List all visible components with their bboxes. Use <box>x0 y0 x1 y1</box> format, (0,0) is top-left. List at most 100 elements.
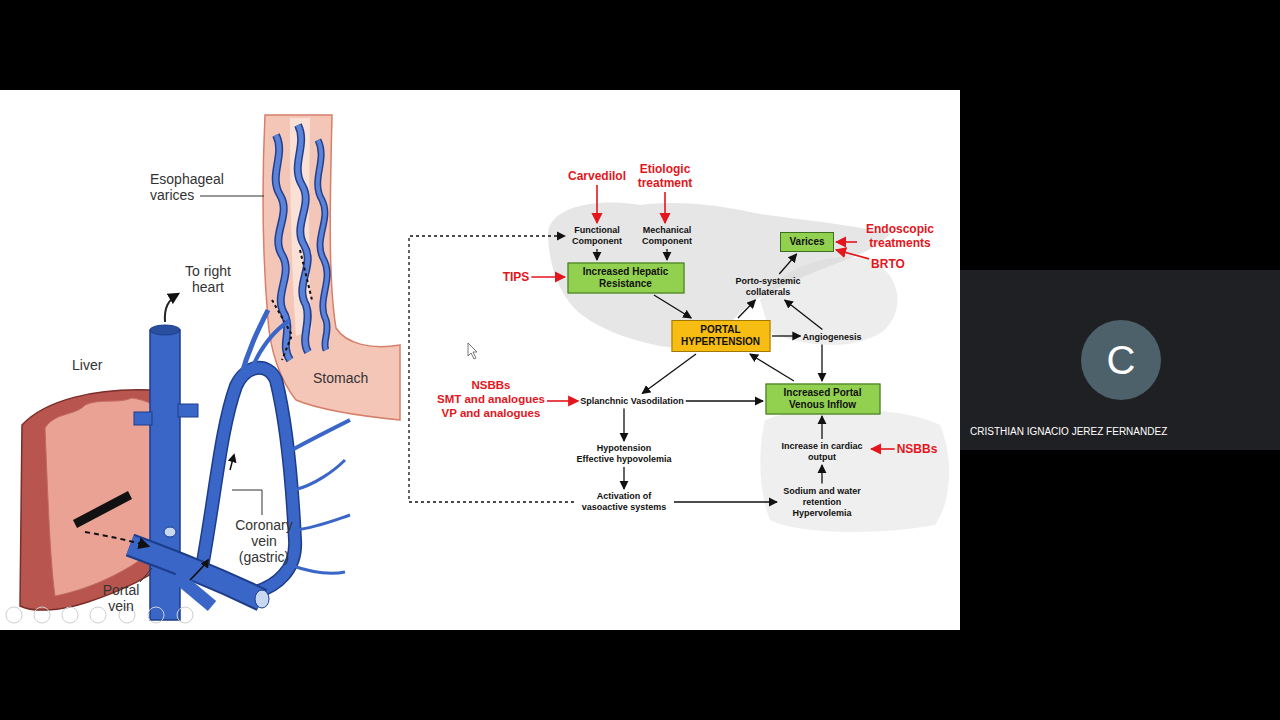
toolbar-icon <box>6 607 22 623</box>
flow-arrow <box>686 400 763 401</box>
leader-line <box>140 568 152 582</box>
leader-line <box>200 196 264 197</box>
process-text: Splanchnic Vasodilation <box>580 396 684 407</box>
flow-arrow <box>165 294 178 322</box>
process-box: Increased Hepatic Resistance <box>567 262 684 293</box>
varix <box>298 125 308 352</box>
gastric-branch <box>292 420 350 450</box>
node-text: Activation of vasoactive systems <box>576 491 672 513</box>
node-text: Sodium and water retention <box>779 486 865 508</box>
process-text: Increase in cardiac output <box>775 441 869 463</box>
flow-arrow <box>836 241 857 243</box>
flow-arrow <box>821 465 822 484</box>
varix <box>318 140 327 350</box>
toolbar-icon <box>34 607 50 623</box>
node-text: Etiologic treatment <box>629 162 701 190</box>
varix <box>298 125 308 352</box>
flow-arrow <box>190 560 208 580</box>
process-box: Increased Portal Venous Inflow <box>765 383 880 414</box>
mouse-cursor <box>468 343 477 359</box>
central-box: PORTAL HYPERTENSION <box>671 320 770 352</box>
feedback-arrow <box>409 236 574 502</box>
treatment-label: Carvedilol <box>568 169 626 183</box>
flow-arrow <box>623 409 624 442</box>
flow-arrow <box>785 300 823 330</box>
varix <box>318 140 327 350</box>
gastric-branch <box>252 320 290 368</box>
flow-arrow <box>836 250 869 259</box>
node-text: NSBBs <box>472 378 511 392</box>
vena-cava-opening <box>150 325 180 335</box>
avatar-disc <box>1081 320 1161 400</box>
flow-arrow <box>531 276 565 278</box>
process-text: Porto-systemic collaterals <box>730 276 806 298</box>
flow-arrow <box>547 400 578 402</box>
part-label: Stomach <box>313 370 368 386</box>
hidden-vein <box>300 250 312 300</box>
flow-arrow <box>654 295 691 318</box>
process-text: Angiogenesis <box>802 332 861 343</box>
vein-opening <box>164 527 176 537</box>
slide <box>0 90 960 630</box>
node-text: Porto-systemic collaterals <box>730 276 806 298</box>
node-text: Increased Portal Venous Inflow <box>769 387 876 411</box>
flow-arrow <box>664 192 666 223</box>
node-text: Effective hypovolemia <box>576 454 671 465</box>
gastric-branch <box>295 515 350 530</box>
hepatic-vein <box>178 404 198 417</box>
node-text: NSBBs <box>897 442 938 456</box>
treatment-label: BRTO <box>871 257 905 271</box>
flow-arrow <box>623 467 624 489</box>
node-text: SMT and analogues <box>437 392 545 406</box>
avatar-circle: C <box>1081 320 1161 400</box>
node-text: Increase in cardiac output <box>775 441 869 463</box>
flow-arrow <box>821 345 822 382</box>
flow-arrow <box>738 300 755 318</box>
flow-arrow <box>772 335 800 336</box>
liver <box>20 390 170 610</box>
part-label: Esophageal varices <box>150 171 232 203</box>
process-text: HypotensionEffective hypovolemia <box>576 443 671 465</box>
treatment-label: NSBBsSMT and analoguesVP and analogues <box>437 378 545 420</box>
treatment-label: Endoscopic treatments <box>859 222 941 250</box>
process-text: Mechanical Component <box>635 225 699 247</box>
node-text: Varices <box>789 236 824 248</box>
flow-arrow <box>596 249 597 260</box>
node-text: VP and analogues <box>442 406 541 420</box>
node-text: Splanchnic Vasodilation <box>580 396 684 407</box>
flow-arrow <box>750 354 794 381</box>
gastric-branch <box>294 460 345 490</box>
toolbar-icon <box>148 607 164 623</box>
node-text: Endoscopic treatments <box>859 222 941 250</box>
node-text: Hypotension <box>597 443 652 454</box>
hepatic-vein <box>134 412 152 425</box>
treatment-label: Etiologic treatment <box>629 162 701 190</box>
part-label: Coronary vein (gastric) <box>227 517 301 565</box>
toolbar-icon <box>177 607 193 623</box>
toolbar-icon <box>90 607 106 623</box>
flow-arrow <box>230 455 234 470</box>
node-text: Hypervolemia <box>792 508 851 519</box>
node-text: CRISTHIAN IGNACIO JEREZ FERNANDEZ <box>970 426 1167 437</box>
node-text: C <box>1081 320 1161 400</box>
process-text: Activation of vasoactive systems <box>576 491 672 513</box>
process-text: Sodium and water retentionHypervolemia <box>779 486 865 519</box>
mesenteric-vein <box>175 575 212 606</box>
flow-arrow <box>666 249 667 260</box>
node-text: BRTO <box>871 257 905 271</box>
obstruction-bar <box>73 491 132 528</box>
node-text: Angiogenesis <box>802 332 861 343</box>
part-label: To right heart <box>177 263 239 295</box>
process-text: Functional Component <box>567 225 627 247</box>
intestine-silhouette <box>760 409 949 532</box>
treatment-label: NSBBs <box>897 442 938 456</box>
toolbar-icon <box>62 607 78 623</box>
flow-arrow <box>871 448 895 450</box>
flow-arrow <box>596 185 598 223</box>
flow-arrow <box>821 416 822 439</box>
part-label: Portal vein <box>96 582 146 614</box>
participant-tile: CRISTHIAN IGNACIO JEREZ FERNANDEZ C <box>960 270 1280 450</box>
node-text: TIPS <box>503 270 530 284</box>
gastric-branch <box>290 565 345 573</box>
